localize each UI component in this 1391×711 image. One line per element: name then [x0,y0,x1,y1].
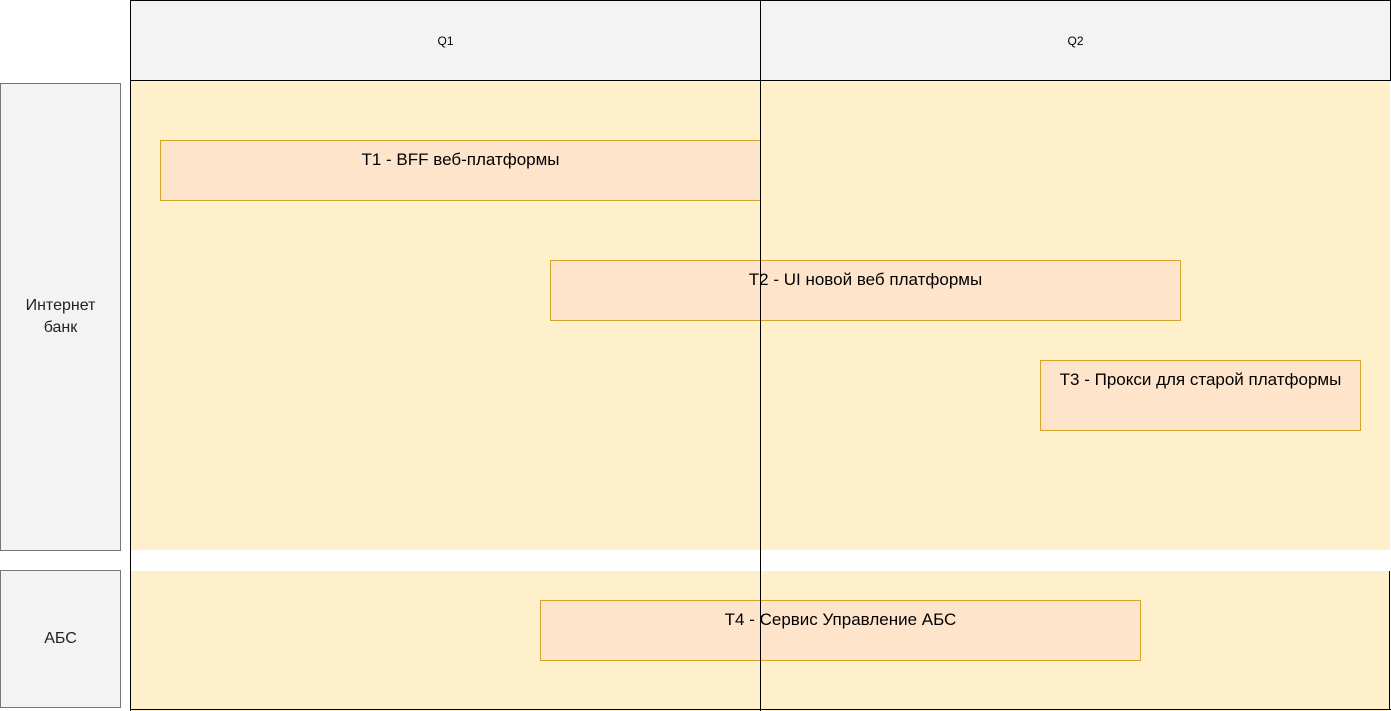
header-column-q1: Q1 [130,0,761,81]
task-t3[interactable]: T3 - Прокси для старой платформы [1040,360,1361,431]
task-t1[interactable]: T1 - BFF веб-платформы [160,140,761,201]
lane-label-text: АБС [44,630,77,647]
quarter-divider-line [760,0,761,711]
header-column-label: Q2 [1067,33,1084,48]
task-label: T4 - Сервис Управление АБС [724,610,957,629]
grid-right-border [1389,571,1390,710]
task-label: T3 - Прокси для старой платформы [1059,370,1342,389]
lane-label-internet-bank: Интернет банк [0,83,121,551]
lane-label-abs: АБС [0,570,121,708]
header-column-q2: Q2 [760,0,1391,81]
lane-label-text: Интернет банк [25,297,96,336]
header-column-label: Q1 [437,33,454,48]
task-label: T2 - UI новой веб платформы [748,270,983,289]
task-t4[interactable]: T4 - Сервис Управление АБС [540,600,1141,661]
grid-left-border [130,80,131,711]
task-t2[interactable]: T2 - UI новой веб платформы [550,260,1181,321]
task-label: T1 - BFF веб-платформы [361,150,560,169]
